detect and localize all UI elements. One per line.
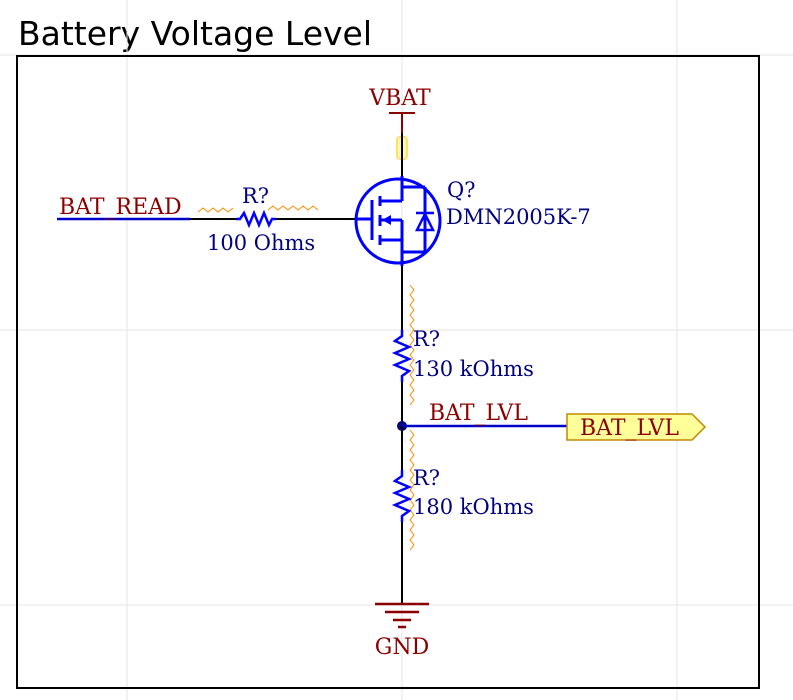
sheet-border (16, 55, 760, 689)
bat-lvl-port-label: BAT_LVL (580, 416, 679, 441)
gate-resistor-designator: R? (242, 184, 269, 208)
bat-read-label: BAT_READ (59, 195, 182, 220)
mosfet-q1[interactable]: Q? DMN2005K-7 (354, 176, 591, 266)
bat-lvl-port[interactable]: BAT_LVL (566, 413, 707, 441)
gnd-power-port[interactable]: GND (375, 602, 429, 660)
bottom-divider-resistor[interactable]: R? 180 kOhms (391, 429, 534, 551)
mosfet-part-number: DMN2005K-7 (446, 205, 591, 229)
vbat-power-port[interactable]: VBAT (368, 86, 431, 133)
gate-resistor[interactable]: R? 100 Ohms (197, 184, 319, 255)
sheet-title: Battery Voltage Level (18, 14, 373, 53)
bottom-resistor-designator: R? (413, 466, 440, 490)
bottom-resistor-value: 180 kOhms (413, 495, 534, 519)
top-divider-resistor[interactable]: R? 130 kOhms (391, 284, 534, 406)
top-resistor-value: 130 kOhms (413, 357, 534, 381)
bat-lvl-net[interactable]: BAT_LVL (402, 401, 567, 428)
vbat-label: VBAT (368, 86, 431, 111)
gnd-label: GND (375, 635, 429, 660)
top-resistor-designator: R? (413, 327, 440, 351)
mosfet-designator: Q? (447, 178, 475, 202)
bat-read-net[interactable]: BAT_READ (57, 195, 236, 221)
gate-resistor-value: 100 Ohms (207, 231, 315, 255)
bat-lvl-net-label: BAT_LVL (429, 401, 528, 426)
